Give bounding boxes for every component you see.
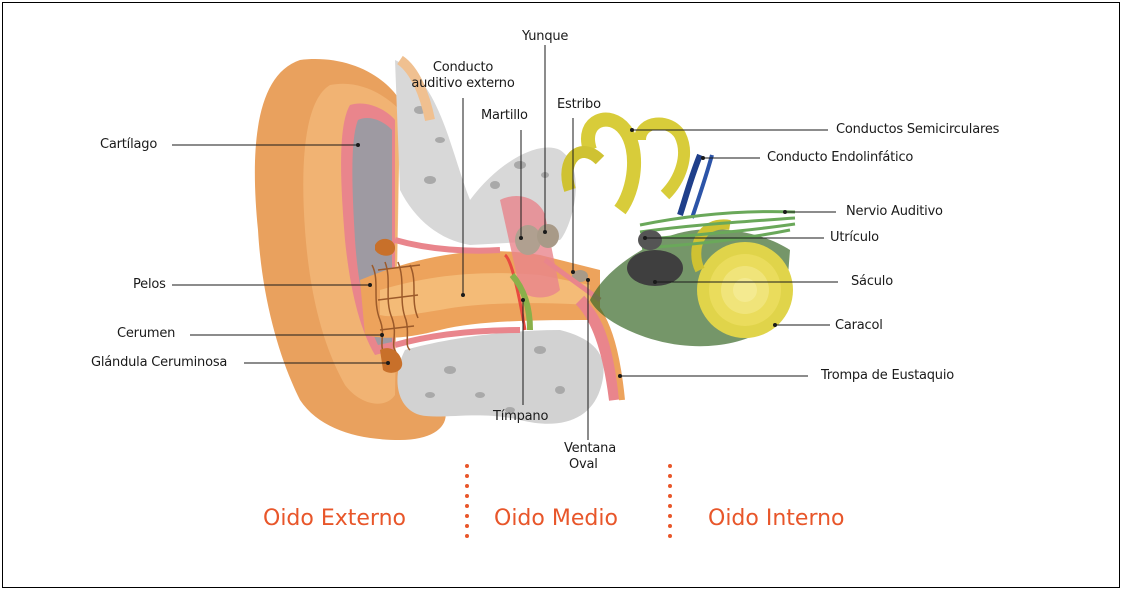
label-nervio-auditivo: Nervio Auditivo	[846, 204, 943, 219]
label-cartilago: Cartílago	[100, 137, 157, 152]
inner-ear	[567, 120, 795, 347]
label-yunque: Yunque	[522, 29, 568, 44]
label-estribo: Estribo	[557, 97, 601, 112]
label-conducto-endolinfatico: Conducto Endolinfático	[767, 150, 913, 165]
region-oido-interno: Oido Interno	[708, 506, 845, 531]
label-pelos: Pelos	[133, 277, 166, 292]
label-trompa-de-eustaquio: Trompa de Eustaquio	[821, 368, 954, 383]
label-cerumen: Cerumen	[117, 326, 175, 341]
label-ventana-oval-line2: Oval	[569, 457, 598, 472]
label-conducto-auditivo-externo-line1: Conducto	[418, 60, 508, 75]
label-saculo: Sáculo	[851, 274, 893, 289]
region-oido-medio: Oido Medio	[494, 506, 618, 531]
label-glandula-ceruminosa: Glándula Ceruminosa	[91, 355, 227, 370]
region-oido-externo: Oido Externo	[263, 506, 406, 531]
label-conductos-semicirculares: Conductos Semicirculares	[836, 122, 999, 137]
label-caracol: Caracol	[835, 318, 883, 333]
label-conducto-auditivo-externo-line2: auditivo externo	[402, 76, 524, 91]
label-martillo: Martillo	[481, 108, 528, 123]
label-ventana-oval-line1: Ventana	[560, 441, 620, 456]
label-utriculo: Utrículo	[830, 230, 879, 245]
label-timpano: Tímpano	[493, 409, 548, 424]
